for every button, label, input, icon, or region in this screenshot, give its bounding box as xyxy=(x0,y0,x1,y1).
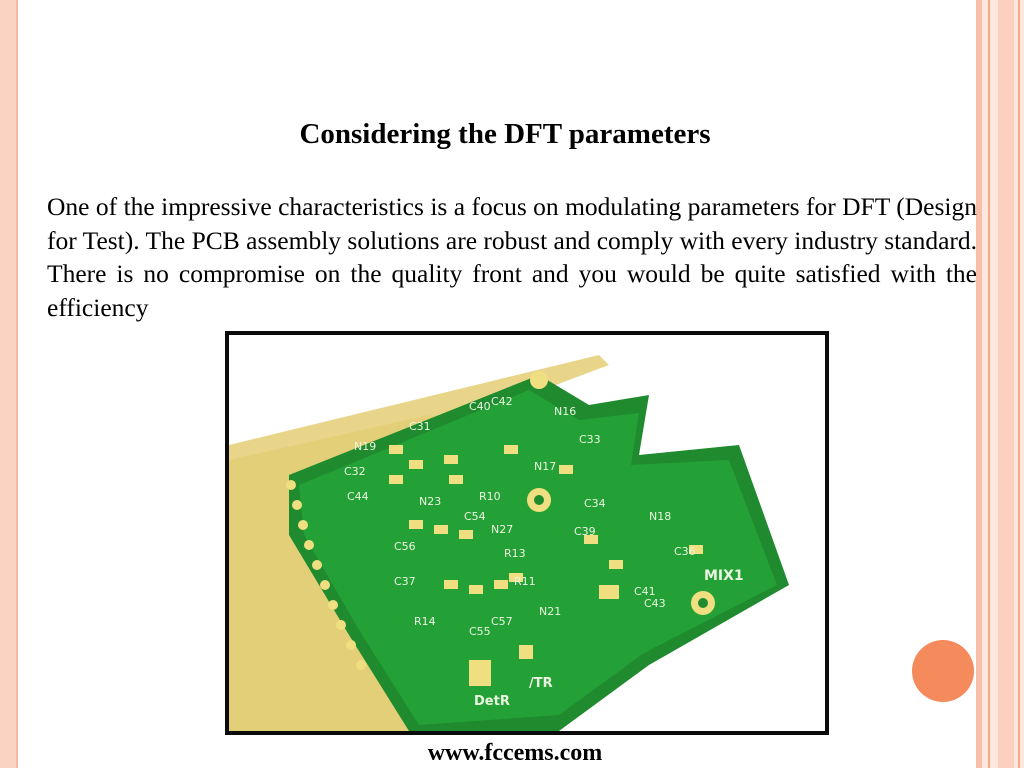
svg-text:C34: C34 xyxy=(584,497,606,510)
pcb-silkscreen-labels: N19 C31 C40 C42 N16 C33 C32 C44 N17 N23 … xyxy=(344,395,744,709)
right-decorative-border xyxy=(976,0,1024,768)
svg-text:C44: C44 xyxy=(347,490,369,503)
slide-title: Considering the DFT parameters xyxy=(299,118,711,150)
svg-text:N17: N17 xyxy=(534,460,556,473)
svg-text:N18: N18 xyxy=(649,510,671,523)
svg-text:C56: C56 xyxy=(394,540,416,553)
svg-text:N21: N21 xyxy=(539,605,561,618)
svg-text:R13: R13 xyxy=(504,547,526,560)
svg-text:R11: R11 xyxy=(514,575,536,588)
svg-text:C42: C42 xyxy=(491,395,513,408)
svg-text:C41: C41 xyxy=(634,585,656,598)
svg-text:N23: N23 xyxy=(419,495,441,508)
svg-text:C43: C43 xyxy=(644,597,666,610)
svg-text:C31: C31 xyxy=(409,420,431,433)
svg-text:C39: C39 xyxy=(574,525,596,538)
svg-text:C57: C57 xyxy=(491,615,513,628)
svg-text:R10: R10 xyxy=(479,490,501,503)
pcb-photo: N19 C31 C40 C42 N16 C33 C32 C44 N17 N23 … xyxy=(225,331,829,735)
svg-text:C32: C32 xyxy=(344,465,366,478)
svg-text:/TR: /TR xyxy=(529,676,553,691)
pcb-illustration: N19 C31 C40 C42 N16 C33 C32 C44 N17 N23 … xyxy=(229,335,825,731)
decorative-circle xyxy=(912,640,974,702)
svg-text:C36: C36 xyxy=(674,545,696,558)
svg-text:C37: C37 xyxy=(394,575,416,588)
svg-text:MIX1: MIX1 xyxy=(704,568,744,584)
left-decorative-border xyxy=(0,0,18,768)
svg-text:C33: C33 xyxy=(579,433,601,446)
slide-body-text: One of the impressive characteristics is… xyxy=(47,192,978,322)
svg-text:N27: N27 xyxy=(491,523,513,536)
svg-text:N16: N16 xyxy=(554,405,576,418)
svg-text:DetR: DetR xyxy=(474,694,510,709)
svg-text:C54: C54 xyxy=(464,510,486,523)
footer-website: www.fccems.com xyxy=(427,740,603,766)
pcb-pads xyxy=(286,371,715,686)
svg-text:R14: R14 xyxy=(414,615,436,628)
svg-text:C55: C55 xyxy=(469,625,491,638)
svg-text:C40: C40 xyxy=(469,400,491,413)
svg-text:N19: N19 xyxy=(354,440,376,453)
